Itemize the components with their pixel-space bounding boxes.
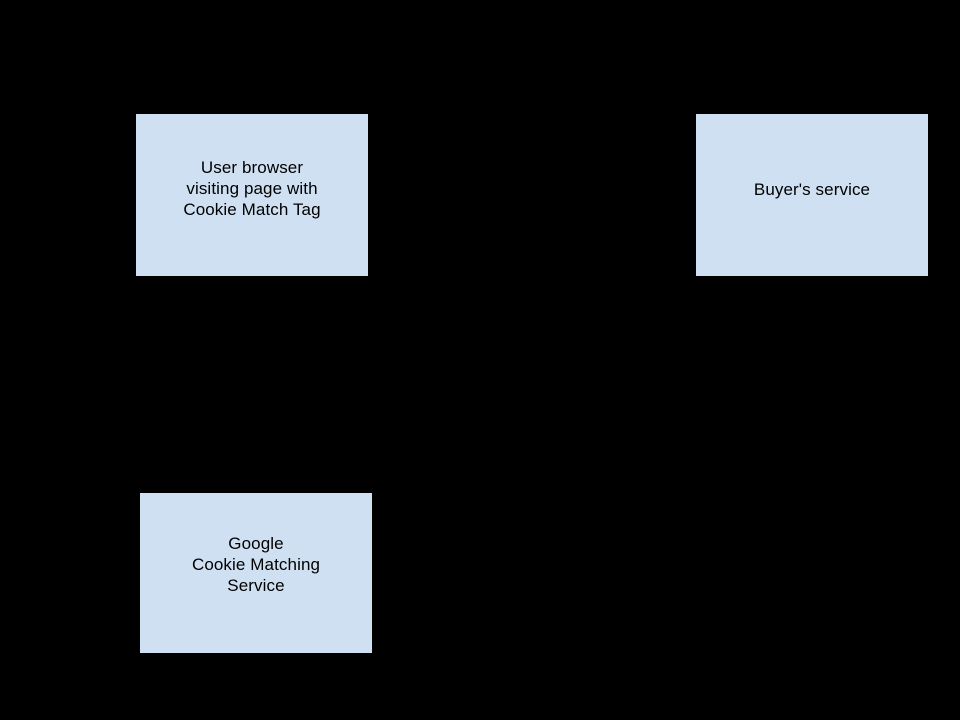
- node-buyers-service-label: Buyer's service: [753, 179, 871, 199]
- node-user-browser[interactable]: User browser visiting page with Cookie M…: [136, 114, 368, 276]
- node-google-cookie-matching-service[interactable]: Google Cookie Matching Service: [140, 493, 372, 653]
- node-buyers-service[interactable]: Buyer's service: [696, 114, 928, 276]
- node-google-cookie-matching-service-label: Google Cookie Matching Service: [191, 533, 321, 595]
- node-user-browser-label: User browser visiting page with Cookie M…: [183, 157, 321, 219]
